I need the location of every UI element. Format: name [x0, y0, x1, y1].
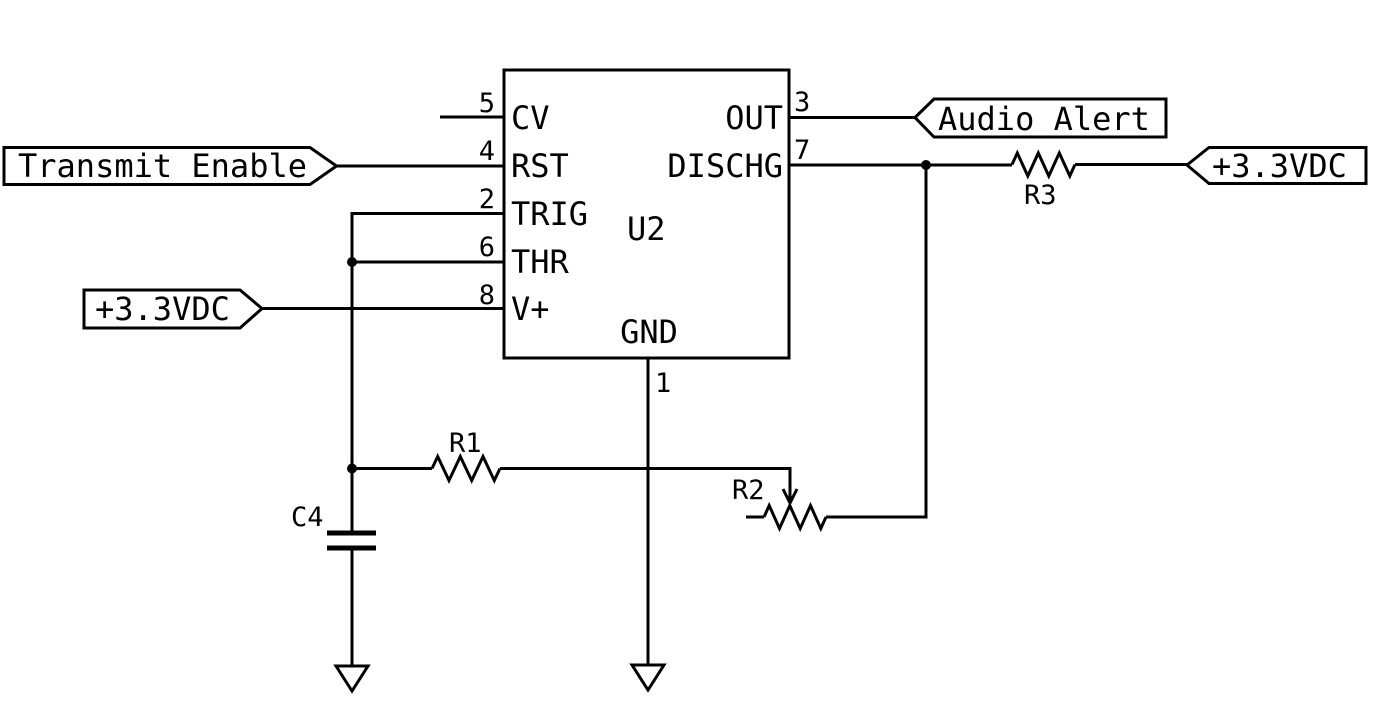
capacitor-c4	[327, 530, 376, 551]
net-flag-outline	[2, 146, 340, 186]
pin-name-out: OUT	[725, 99, 783, 137]
wire-trig-node	[350, 212, 504, 531]
ic-u2-body	[502, 68, 791, 360]
pin-number-8: 8	[479, 280, 495, 311]
ic-ref-designator: U2	[627, 210, 666, 248]
pin-number-1: 1	[655, 368, 671, 399]
net-flag-audio-alert: Audio_Alert	[912, 97, 1168, 139]
net-flag-transmit-enable: Transmit_Enable	[2, 146, 340, 186]
ic-u2: U2 CV RST TRIG THR V+ OUT DISCHG GND 5 4…	[479, 68, 810, 399]
resistor-r2-label: R2	[732, 475, 765, 506]
junction-dot	[921, 160, 931, 170]
pin-name-vplus: V+	[511, 290, 550, 328]
resistor-r1-body	[430, 452, 502, 485]
pin-name-cv: CV	[511, 99, 550, 137]
net-label-text: Transmit_Enable	[18, 147, 307, 185]
pin-name-dischg: DISCHG	[667, 147, 783, 185]
pin-number-2: 2	[479, 184, 495, 215]
pin-number-7: 7	[794, 135, 810, 166]
net-flag-vcc-left: +3.3VDC	[82, 288, 265, 330]
junction-dot	[347, 257, 357, 267]
pin-number-3: 3	[794, 87, 810, 118]
pin-name-rst: RST	[511, 147, 569, 185]
pin-name-trig: TRIG	[511, 195, 588, 233]
ground-icon	[333, 664, 371, 694]
net-flag-vcc-right: +3.3VDC	[1184, 146, 1368, 185]
pin-name-thr: THR	[511, 243, 570, 281]
part-labels: R1 R2 R3 C4	[291, 180, 1057, 533]
pin-number-4: 4	[479, 136, 495, 167]
ground-symbols	[333, 663, 667, 694]
capacitor-c4-label: C4	[291, 502, 324, 533]
junction-dot	[347, 463, 357, 474]
net-flags: Transmit_Enable +3.3VDC Audio_Alert +3.3…	[2, 97, 1368, 330]
resistor-r3-body	[1010, 149, 1077, 180]
junction-dots	[347, 160, 931, 474]
pin-name-gnd: GND	[620, 313, 678, 351]
resistor-r2-body	[762, 501, 828, 533]
wire-r2-to-dischg	[826, 165, 928, 519]
net-flag-outline	[1184, 146, 1368, 185]
resistor-r3-label: R3	[1024, 180, 1057, 211]
net-flag-outline	[82, 288, 265, 330]
ground-icon	[629, 663, 667, 693]
wires	[262, 115, 1187, 666]
resistor-r1-label: R1	[449, 428, 482, 459]
pin-number-6: 6	[479, 232, 495, 263]
net-label-text: +3.3VDC	[95, 290, 230, 328]
net-flag-outline	[912, 97, 1168, 139]
wire-r1-right	[500, 467, 792, 500]
pin-number-5: 5	[479, 88, 495, 119]
net-label-text: Audio_Alert	[938, 100, 1150, 138]
net-label-text: +3.3VDC	[1212, 147, 1347, 185]
